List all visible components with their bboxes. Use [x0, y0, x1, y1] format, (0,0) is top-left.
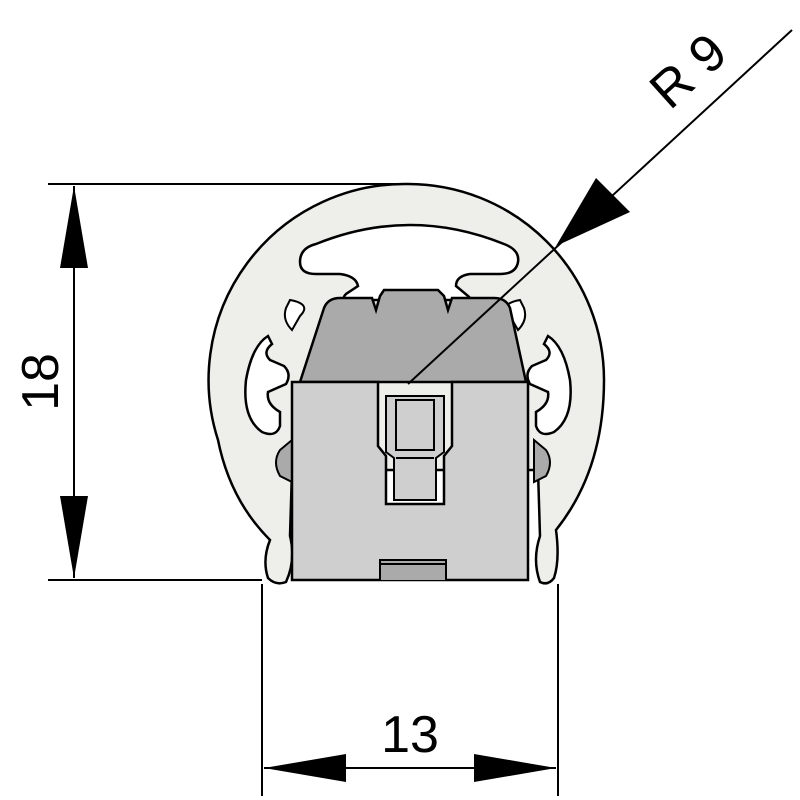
width-arrow-right: [474, 754, 556, 782]
lens-body: [298, 288, 528, 384]
holder-body: [290, 380, 530, 582]
height-arrow-bottom: [60, 496, 88, 578]
width-arrow-left: [264, 754, 346, 782]
height-label: 18: [12, 353, 70, 411]
profile-outer-shell: [207, 182, 606, 585]
round-profile: [207, 182, 606, 585]
width-dimension: 13: [261, 584, 559, 796]
width-label: 13: [381, 706, 439, 764]
right-clip: [533, 437, 551, 484]
profile-top-slot: [298, 223, 520, 302]
profile-left-ridge: [283, 298, 306, 332]
radius-arrow: [556, 178, 630, 246]
radius-label: R 9: [639, 23, 738, 120]
height-dimension: 18: [12, 183, 404, 581]
holder-center-window: [395, 399, 435, 451]
left-clip: [275, 437, 293, 484]
height-arrow-top: [60, 186, 88, 268]
led-holder: [290, 380, 530, 582]
profile-left-slot: [244, 334, 290, 436]
led-lens: [298, 288, 528, 384]
profile-right-slot: [526, 334, 572, 436]
